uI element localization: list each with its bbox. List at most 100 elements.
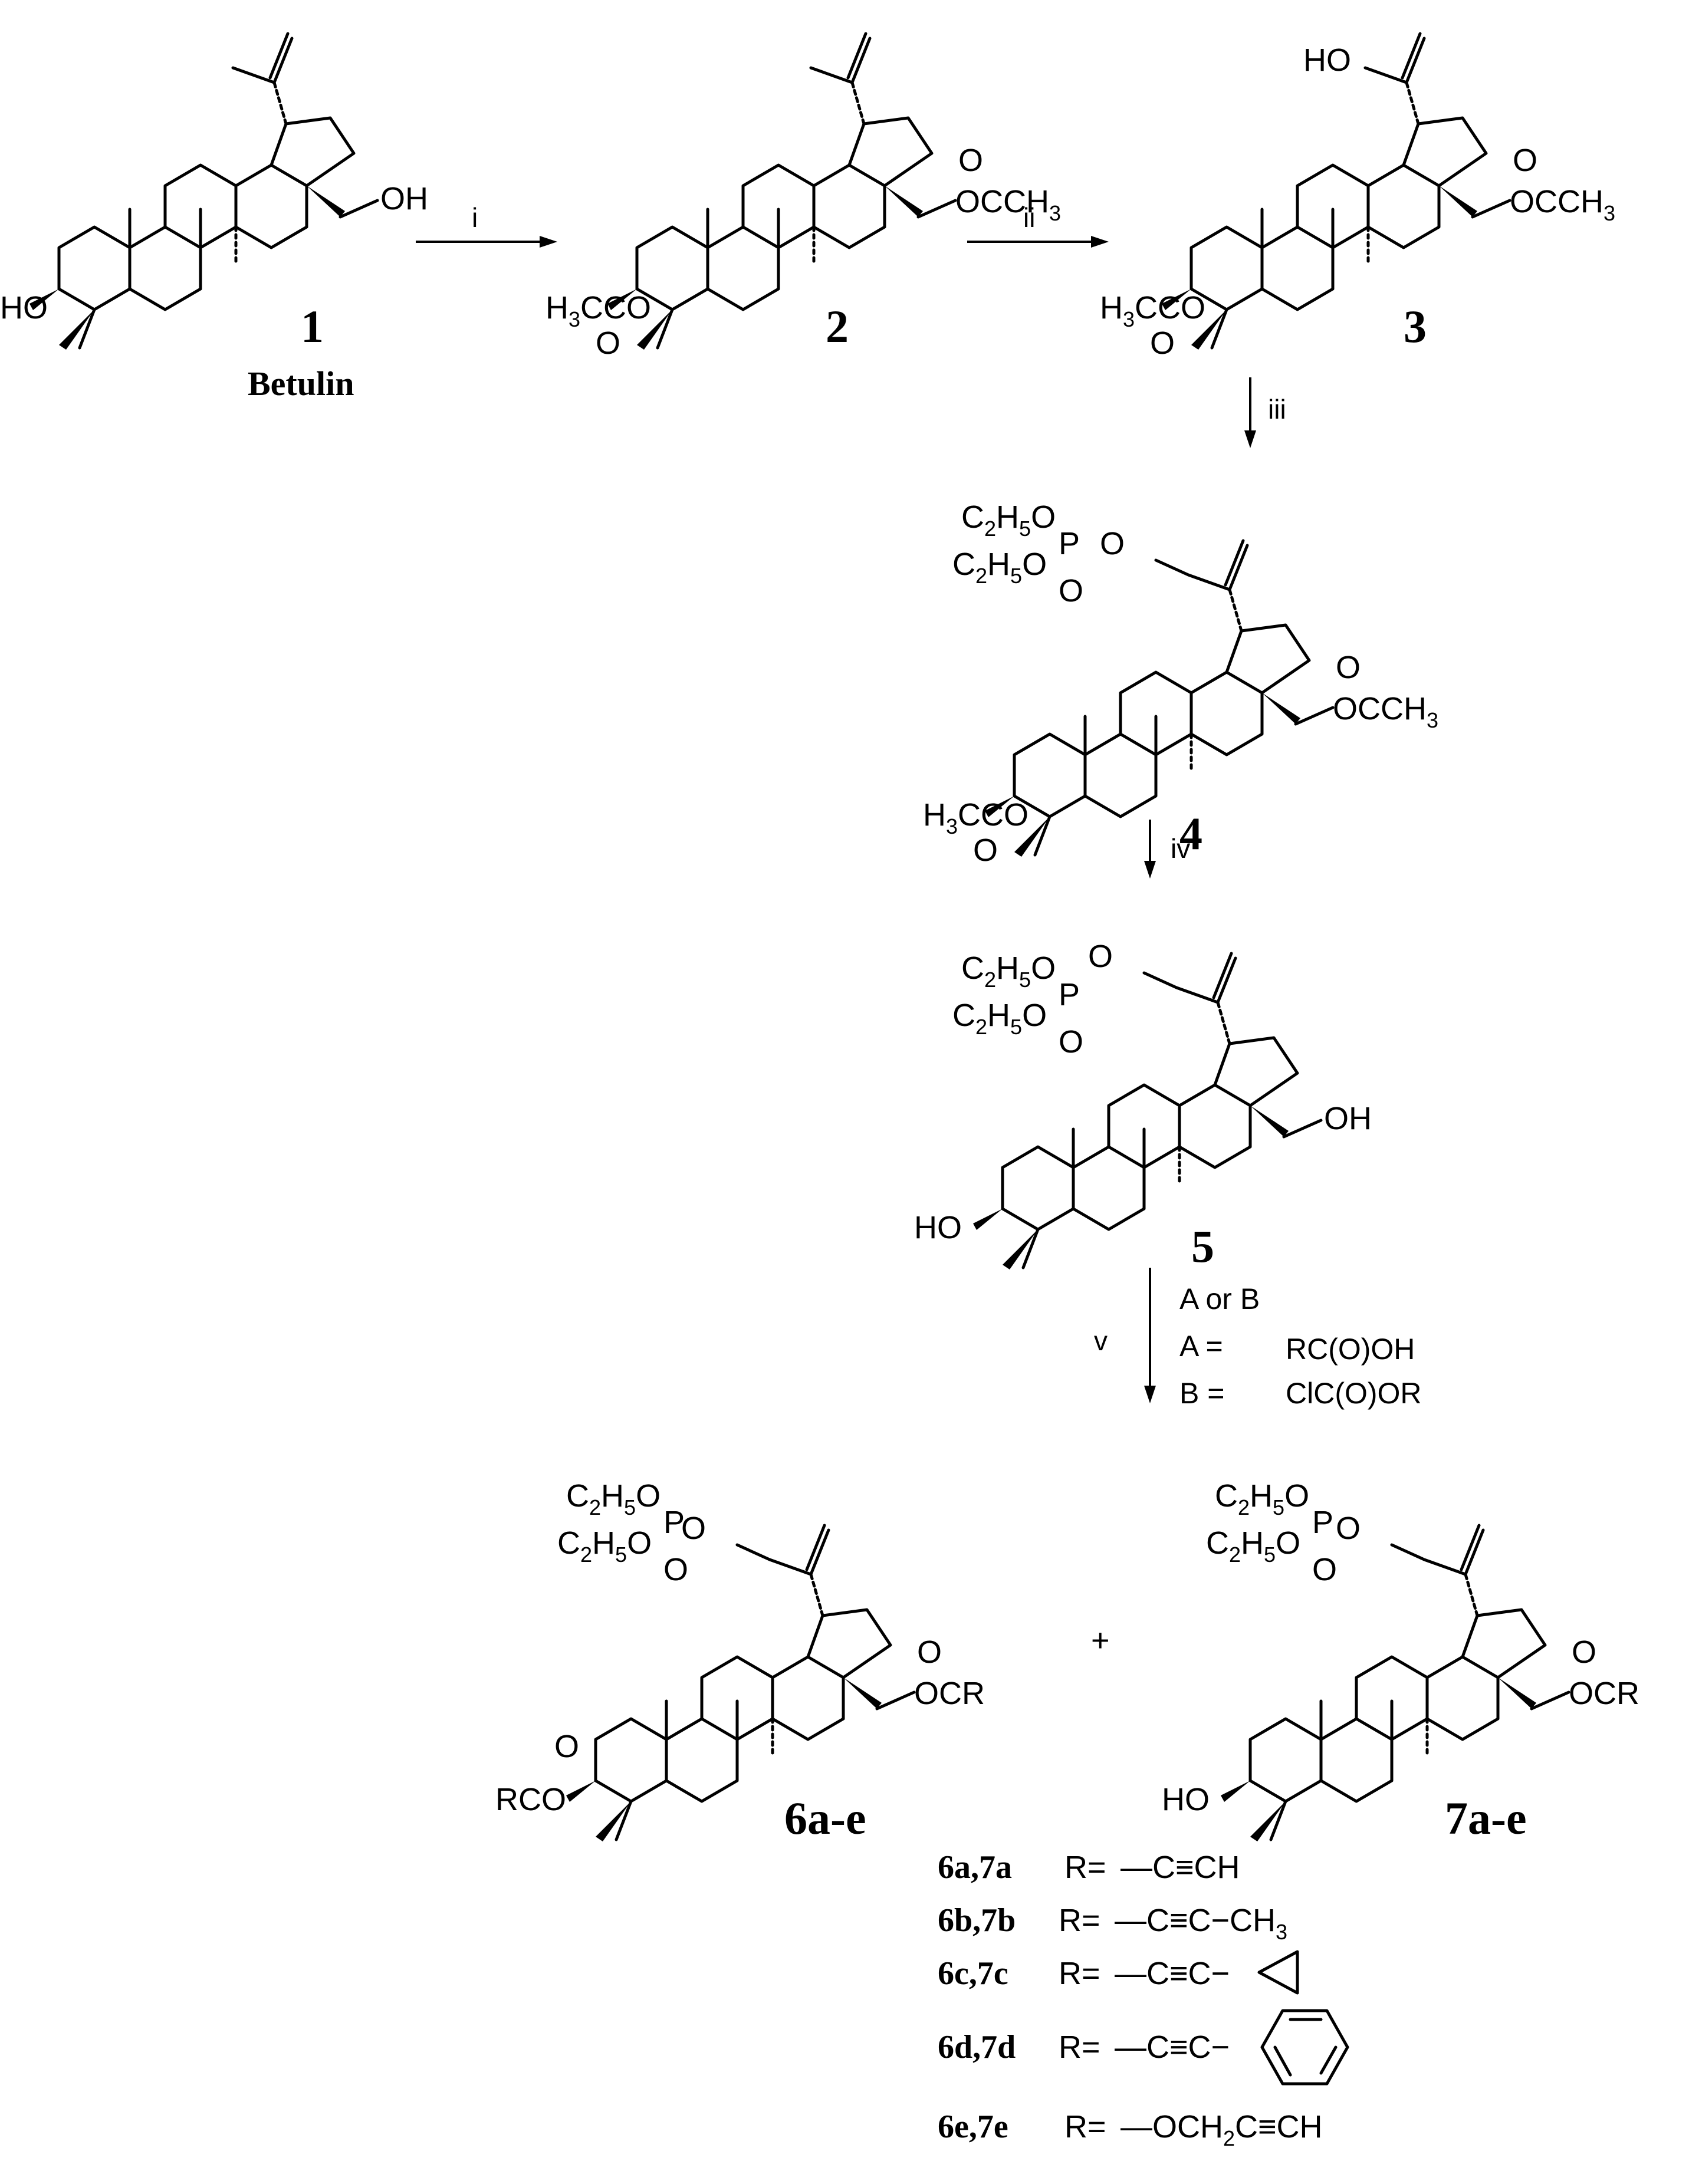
diethyl-phosphate-6: C2H5O C2H5O P O bbox=[557, 1478, 688, 1587]
compound-name-betulin: Betulin bbox=[248, 364, 354, 403]
phosphorus-label: P bbox=[663, 1505, 685, 1540]
ester-r-group: OCR bbox=[1569, 1676, 1639, 1711]
svg-text:—C≡CH: —C≡CH bbox=[1120, 1850, 1240, 1885]
reagent-a: RC(O)OH bbox=[1286, 1333, 1415, 1366]
svg-text:R=: R= bbox=[1064, 1850, 1106, 1885]
r-group-legend: 6a,7a R= —C≡CH 6b,7b R= —C≡C−CH3 6c,7c R… bbox=[938, 1849, 1349, 2150]
oh-label: OH bbox=[380, 181, 428, 216]
arrow-step-iii: iii bbox=[1244, 377, 1286, 448]
acetoxy-carbonyl-o: O bbox=[973, 833, 998, 868]
svg-text:R=: R= bbox=[1064, 2109, 1106, 2144]
diethyl-phosphate-5: C2H5O C2H5O P O bbox=[952, 950, 1083, 1060]
ester-carbonyl-o: O bbox=[917, 1634, 942, 1670]
compound-number-7: 7a-e bbox=[1445, 1792, 1527, 1844]
svg-text:6c,7c: 6c,7c bbox=[938, 1955, 1008, 1992]
phosphoryl-o: O bbox=[1312, 1552, 1337, 1587]
phosphate-ester-o: O bbox=[1336, 1511, 1361, 1546]
reagent-b-label: B = bbox=[1179, 1377, 1224, 1410]
compound-number-1: 1 bbox=[301, 301, 324, 352]
c3-carbonyl-o: O bbox=[554, 1729, 579, 1764]
r-group-row: 6c,7c R= —C≡C− bbox=[938, 1950, 1299, 1995]
ester-carbonyl-o: O bbox=[1572, 1634, 1596, 1670]
compound-2: O OCCH3 H3CCO O 2 bbox=[546, 32, 1061, 361]
ester-group: OCCH3 bbox=[955, 184, 1061, 225]
ho-label: HO bbox=[0, 290, 48, 325]
reagent-choice: A or B bbox=[1179, 1282, 1260, 1315]
ester-group: OCCH3 bbox=[1333, 691, 1438, 732]
arrow-step-ii: ii bbox=[967, 202, 1109, 248]
phenyl-icon bbox=[1260, 2009, 1349, 2086]
step-i-label: i bbox=[472, 202, 478, 233]
svg-text:R=: R= bbox=[1059, 1956, 1100, 1991]
svg-text:R=: R= bbox=[1059, 1903, 1100, 1938]
acetoxy-group: H3CCO bbox=[923, 797, 1028, 838]
phosphorus-label: P bbox=[1312, 1505, 1333, 1540]
phosphorus-label: P bbox=[1059, 526, 1080, 561]
svg-text:C2H5O: C2H5O bbox=[952, 547, 1047, 588]
phosphoryl-o: O bbox=[1059, 1024, 1083, 1060]
arrow-step-i: i bbox=[416, 202, 557, 248]
svg-text:C2H5O: C2H5O bbox=[557, 1525, 652, 1567]
svg-text:6a,7a: 6a,7a bbox=[938, 1849, 1012, 1886]
ester-carbonyl-o: O bbox=[1336, 650, 1361, 685]
arrow-step-iv: iv bbox=[1144, 820, 1190, 879]
compound-number-3: 3 bbox=[1404, 301, 1427, 352]
ester-carbonyl-o: O bbox=[1513, 143, 1537, 178]
ho-label: HO bbox=[1162, 1782, 1210, 1817]
reagent-a-label: A = bbox=[1179, 1330, 1223, 1363]
step-iv-label: iv bbox=[1171, 833, 1190, 864]
svg-text:R=: R= bbox=[1059, 2030, 1100, 2065]
reagent-b: ClC(O)OR bbox=[1286, 1377, 1422, 1410]
acetoxy-group: H3CCO bbox=[546, 290, 651, 331]
compound-6: O O OCR O RCO 6a-e bbox=[495, 1511, 985, 1844]
compound-number-4: 4 bbox=[1179, 808, 1202, 859]
compound-1: OH HO 1 Betulin bbox=[0, 32, 428, 403]
svg-text:—OCH2C≡CH: —OCH2C≡CH bbox=[1120, 2109, 1323, 2150]
svg-text:C2H5O: C2H5O bbox=[952, 998, 1047, 1039]
ester-carbonyl-o: O bbox=[958, 143, 983, 178]
r-group-row: 6d,7d —C≡C− R= —C≡C− bbox=[938, 2009, 1349, 2086]
step-ii-label: ii bbox=[1023, 202, 1035, 233]
svg-text:—C≡C−: —C≡C− bbox=[1115, 2030, 1230, 2065]
svg-text:6e,7e: 6e,7e bbox=[938, 2109, 1008, 2145]
c3-ester-r-group: RCO bbox=[495, 1782, 566, 1817]
phosphoryl-o: O bbox=[663, 1552, 688, 1587]
svg-text:C2H5O: C2H5O bbox=[566, 1478, 661, 1519]
arrow-step-v: v A or B A = RC(O)OH B = ClC(O)OR bbox=[1094, 1268, 1422, 1410]
phosphate-ester-o: O bbox=[681, 1511, 706, 1546]
compound-number-6: 6a-e bbox=[784, 1792, 866, 1844]
phosphoryl-o: O bbox=[1059, 573, 1083, 609]
svg-text:C2H5O: C2H5O bbox=[1206, 1525, 1300, 1567]
ester-group: OCCH3 bbox=[1510, 184, 1615, 225]
r-group-row: 6b,7b R= —C≡C−CH3 bbox=[938, 1902, 1287, 1944]
phosphate-ester-o: O bbox=[1088, 939, 1113, 974]
step-iii-label: iii bbox=[1268, 394, 1286, 425]
svg-text:6d,7d: 6d,7d bbox=[938, 2029, 1016, 2065]
compound-5: O OH HO 5 bbox=[914, 939, 1372, 1272]
compound-number-2: 2 bbox=[826, 301, 849, 352]
svg-text:—C≡C−CH3: —C≡C−CH3 bbox=[1115, 1903, 1287, 1944]
acetoxy-group: H3CCO bbox=[1100, 290, 1205, 331]
diethyl-phosphate-7: C2H5O C2H5O P O bbox=[1206, 1478, 1337, 1587]
svg-text:6b,7b: 6b,7b bbox=[938, 1902, 1016, 1939]
compound-4: O O OCCH3 H3CCO O 4 bbox=[923, 526, 1438, 868]
diethyl-phosphate-4: C2H5O C2H5O P O bbox=[952, 499, 1083, 609]
r-group-row: 6e,7e R= —OCH2C≡CH bbox=[938, 2109, 1323, 2150]
acetoxy-carbonyl-o: O bbox=[596, 325, 620, 361]
ester-r-group: OCR bbox=[914, 1676, 985, 1711]
svg-text:C2H5O: C2H5O bbox=[961, 499, 1056, 541]
acetoxy-carbonyl-o: O bbox=[1150, 325, 1175, 361]
phosphorus-label: P bbox=[1059, 977, 1080, 1012]
r-group-row: 6a,7a R= —C≡CH bbox=[938, 1849, 1240, 1886]
compound-number-5: 5 bbox=[1191, 1221, 1214, 1272]
phosphate-ester-o: O bbox=[1100, 526, 1125, 561]
svg-text:C2H5O: C2H5O bbox=[961, 950, 1056, 992]
svg-text:C2H5O: C2H5O bbox=[1215, 1478, 1309, 1519]
oh-label: OH bbox=[1324, 1101, 1372, 1136]
step-v-label: v bbox=[1094, 1325, 1108, 1356]
svg-text:—C≡C−: —C≡C− bbox=[1115, 1956, 1230, 1991]
compound-3: HO O OCCH3 H3CCO O 3 bbox=[1100, 32, 1615, 361]
compound-7: O O OCR HO 7a-e bbox=[1162, 1511, 1639, 1844]
cyclopropyl-icon bbox=[1257, 1950, 1299, 1995]
